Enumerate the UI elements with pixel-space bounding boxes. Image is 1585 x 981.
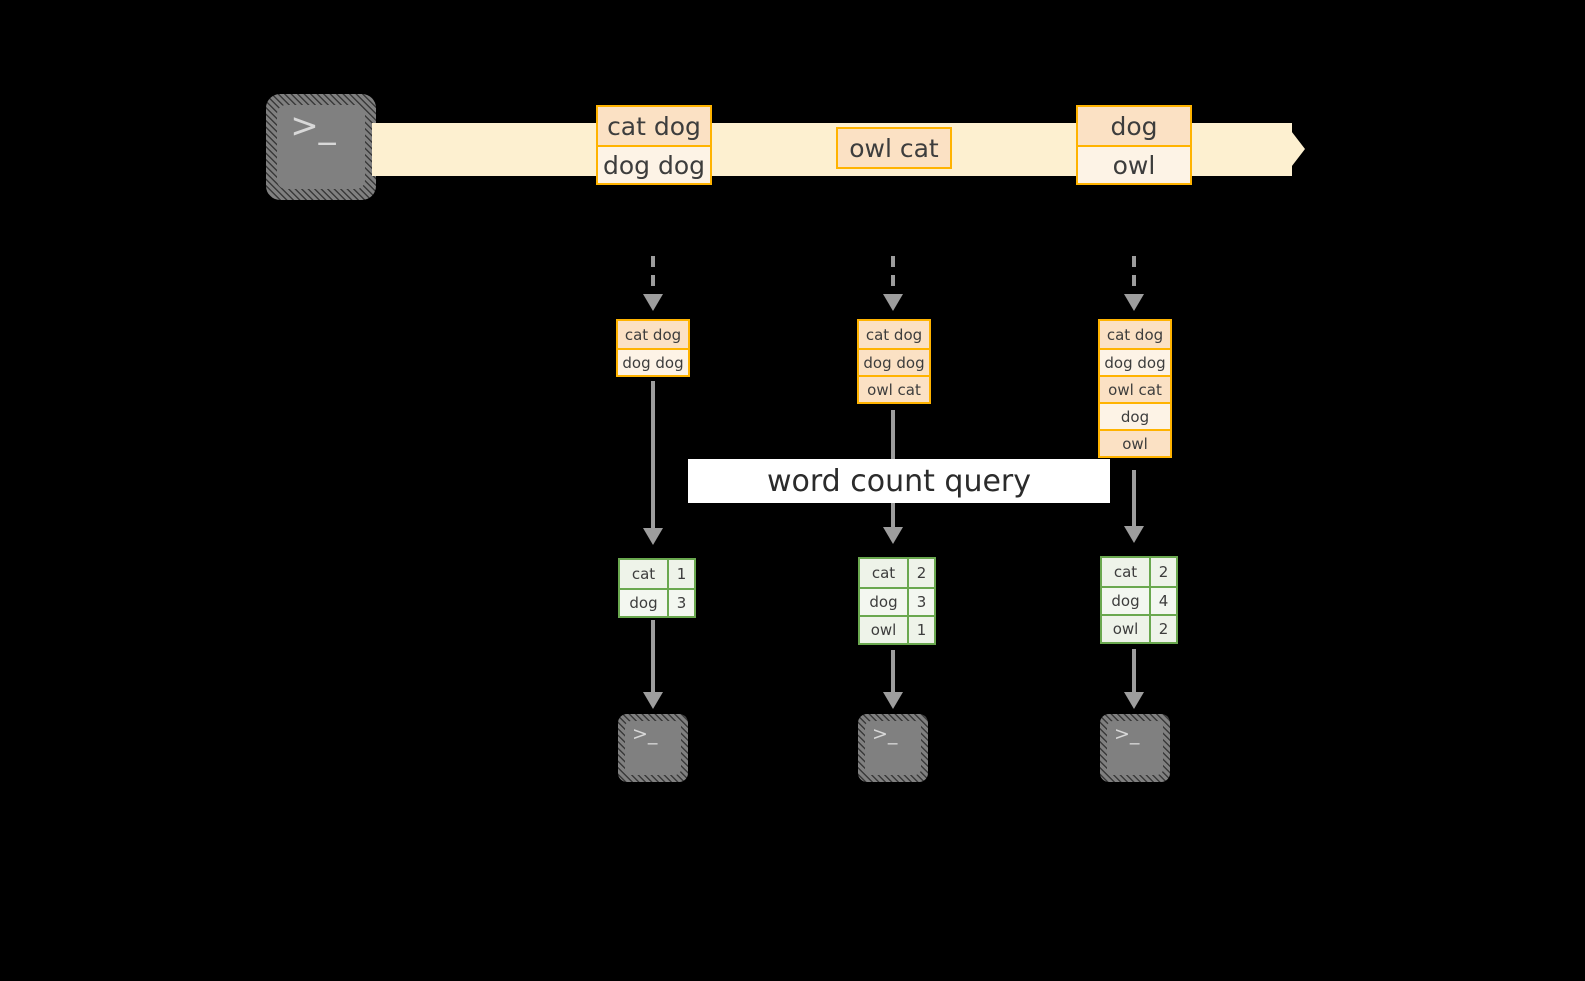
arrow-down-icon xyxy=(643,692,663,709)
arrow-down-icon xyxy=(883,692,903,709)
table-row: dog 3 xyxy=(860,587,934,615)
input-table-2-row: owl cat xyxy=(859,375,929,402)
stream-event-2-line-1: owl cat xyxy=(838,129,950,167)
input-table-3[interactable]: cat dog dog dog owl cat dog owl xyxy=(1098,319,1172,458)
dashed-arrow-down-head-icon xyxy=(643,294,663,311)
stream-event-3-line-2: owl xyxy=(1078,145,1190,183)
result-word: cat xyxy=(860,559,907,587)
stream-event-2[interactable]: owl cat xyxy=(836,127,952,169)
input-table-2-row: dog dog xyxy=(859,348,929,375)
result-word: dog xyxy=(620,590,667,616)
input-table-1-row: cat dog xyxy=(618,321,688,348)
result-table-2[interactable]: cat 2 dog 3 owl 1 xyxy=(858,557,936,645)
query-band: word count query xyxy=(688,459,1110,503)
stream-event-1-line-1: cat dog xyxy=(598,107,710,145)
input-table-1[interactable]: cat dog dog dog xyxy=(616,319,690,377)
table-row: cat 2 xyxy=(860,559,934,587)
sink-connector-1 xyxy=(651,620,655,695)
stream-event-3[interactable]: dog owl xyxy=(1076,105,1192,185)
result-count: 3 xyxy=(907,589,934,615)
dashed-arrow-down-icon xyxy=(651,256,655,296)
arrow-down-icon xyxy=(1124,526,1144,543)
terminal-prompt-glyph: >_ xyxy=(1114,722,1140,745)
input-table-1-row: dog dog xyxy=(618,348,688,375)
terminal-prompt-glyph: >_ xyxy=(632,722,658,745)
input-table-3-row: owl cat xyxy=(1100,375,1170,402)
stream-event-3-line-1: dog xyxy=(1078,107,1190,145)
dashed-arrow-down-head-icon xyxy=(883,294,903,311)
table-row: cat 1 xyxy=(620,560,694,588)
dashed-arrow-down-head-icon xyxy=(1124,294,1144,311)
input-table-2-row: cat dog xyxy=(859,321,929,348)
result-count: 1 xyxy=(667,560,694,588)
sink-terminal-2-icon: >_ xyxy=(858,714,928,782)
result-count: 4 xyxy=(1149,588,1176,614)
stream-event-1[interactable]: cat dog dog dog xyxy=(596,105,712,185)
input-table-2[interactable]: cat dog dog dog owl cat xyxy=(857,319,931,404)
table-row: owl 2 xyxy=(1102,614,1176,642)
result-word: cat xyxy=(1102,558,1149,586)
source-terminal-icon: >_ xyxy=(266,94,376,200)
result-connector-1 xyxy=(651,381,655,531)
arrow-down-icon xyxy=(1124,692,1144,709)
terminal-screen xyxy=(625,721,681,775)
result-connector-3 xyxy=(1132,470,1136,528)
sink-terminal-1-icon: >_ xyxy=(618,714,688,782)
input-table-3-row: dog dog xyxy=(1100,348,1170,375)
terminal-screen xyxy=(277,105,365,189)
table-row: cat 2 xyxy=(1102,558,1176,586)
input-table-3-row: owl xyxy=(1100,429,1170,456)
stream-arrow-right-icon xyxy=(1285,123,1305,175)
result-count: 2 xyxy=(907,559,934,587)
stream-event-1-line-2: dog dog xyxy=(598,145,710,183)
arrow-down-icon xyxy=(883,527,903,544)
table-row: owl 1 xyxy=(860,615,934,643)
result-table-1[interactable]: cat 1 dog 3 xyxy=(618,558,696,618)
result-count: 3 xyxy=(667,590,694,616)
result-word: owl xyxy=(1102,616,1149,642)
terminal-prompt-glyph: >_ xyxy=(872,722,898,745)
input-table-3-row: dog xyxy=(1100,402,1170,429)
dashed-arrow-down-icon xyxy=(1132,256,1136,296)
input-table-3-row: cat dog xyxy=(1100,321,1170,348)
table-row: dog 4 xyxy=(1102,586,1176,614)
terminal-screen xyxy=(865,721,921,775)
terminal-screen xyxy=(1107,721,1163,775)
result-word: owl xyxy=(860,617,907,643)
result-count: 1 xyxy=(907,617,934,643)
arrow-down-icon xyxy=(643,528,663,545)
result-count: 2 xyxy=(1149,616,1176,642)
dashed-arrow-down-icon xyxy=(891,256,895,296)
sink-connector-3 xyxy=(1132,649,1136,696)
result-count: 2 xyxy=(1149,558,1176,586)
table-row: dog 3 xyxy=(620,588,694,616)
result-word: dog xyxy=(860,589,907,615)
query-label: word count query xyxy=(766,463,1032,499)
sink-connector-2 xyxy=(891,650,895,696)
result-table-3[interactable]: cat 2 dog 4 owl 2 xyxy=(1100,556,1178,644)
result-word: dog xyxy=(1102,588,1149,614)
result-word: cat xyxy=(620,560,667,588)
terminal-prompt-glyph: >_ xyxy=(290,105,336,146)
sink-terminal-3-icon: >_ xyxy=(1100,714,1170,782)
